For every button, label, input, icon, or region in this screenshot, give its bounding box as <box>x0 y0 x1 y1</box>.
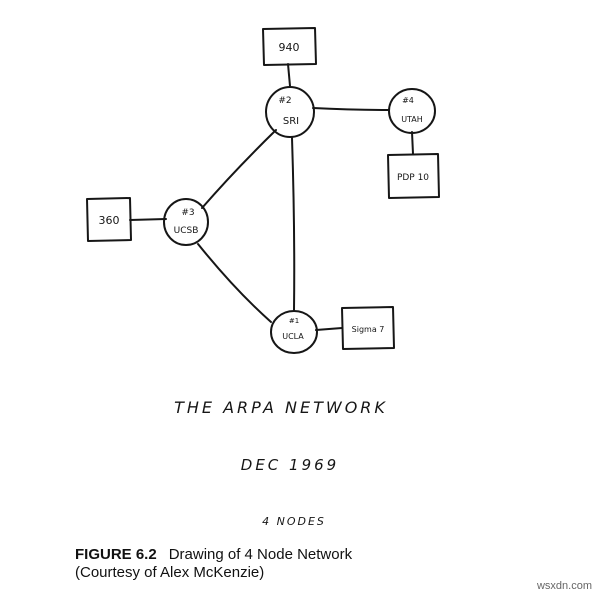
host-label-360: 360 <box>99 214 120 227</box>
link-sri-utah <box>312 107 390 111</box>
node-number-sri: #2 <box>278 96 291 106</box>
node-number-utah: #4 <box>402 96 414 105</box>
handwritten-node-count: 4 NODES <box>262 515 326 528</box>
host-label-pdp10: PDP 10 <box>397 173 429 183</box>
host-box-940 <box>262 27 317 66</box>
node-circle-sri <box>265 86 315 138</box>
host-box-sigma7 <box>341 306 395 350</box>
link-940-sri <box>287 63 291 87</box>
node-circle-utah <box>388 88 436 134</box>
link-utah-pdp10 <box>411 131 414 155</box>
host-box-pdp10 <box>387 153 440 199</box>
link-sri-ucsb <box>201 129 277 209</box>
watermark: wsxdn.com <box>536 580 592 592</box>
link-ucsb-ucla <box>197 243 272 323</box>
node-circle-ucla <box>270 310 318 354</box>
link-360-ucsb <box>129 218 167 221</box>
handwritten-title: THE ARPA NETWORK <box>174 398 388 417</box>
figure-number: FIGURE 6.2 <box>75 546 157 563</box>
link-ucla-sigma7 <box>315 327 343 331</box>
caption-credit: (Courtesy of Alex McKenzie) <box>75 564 265 581</box>
caption-text: Drawing of 4 Node Network <box>168 546 353 563</box>
handwritten-date: DEC 1969 <box>241 456 339 474</box>
link-sri-ucla <box>291 137 296 311</box>
host-label-940: 940 <box>279 41 300 54</box>
host-box-360 <box>86 197 132 242</box>
node-name-ucla: UCLA <box>282 332 304 341</box>
node-name-utah: UTAH <box>401 115 423 124</box>
node-number-ucla: #1 <box>289 317 299 325</box>
caption-line-1: FIGURE 6.2 Drawing of 4 Node Network <box>75 546 525 564</box>
node-circle-ucsb <box>163 198 209 246</box>
host-label-sigma7: Sigma 7 <box>352 325 385 334</box>
node-name-ucsb: UCSB <box>174 226 199 236</box>
node-number-ucsb: #3 <box>181 208 194 218</box>
node-name-sri: SRI <box>283 116 299 127</box>
figure-caption: FIGURE 6.2 Drawing of 4 Node Network (Cou… <box>75 546 525 582</box>
